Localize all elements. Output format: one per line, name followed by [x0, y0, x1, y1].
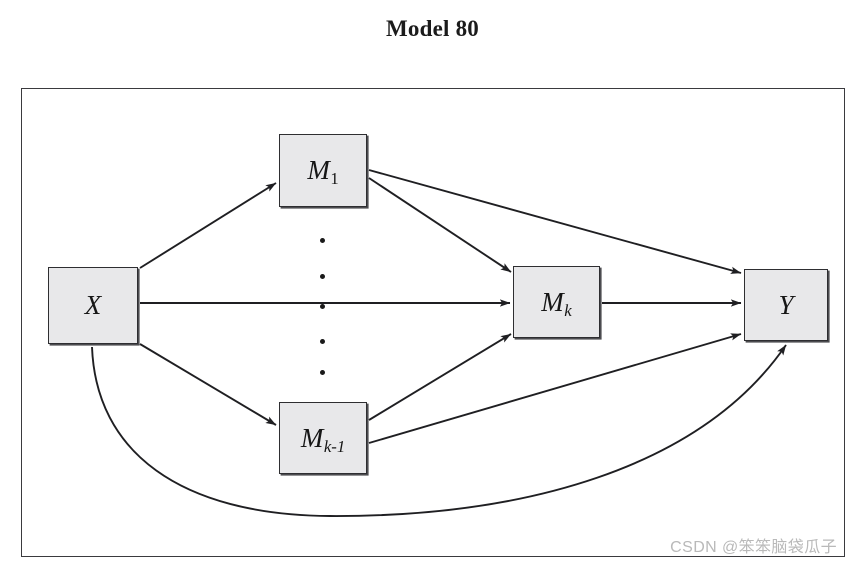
node-mk-label: Mk: [541, 286, 572, 320]
node-mk-minus-1[interactable]: Mk-1: [279, 402, 367, 474]
node-mk[interactable]: Mk: [513, 266, 600, 338]
ellipsis-dot-1: [319, 237, 325, 243]
ellipsis-dot-5: [319, 369, 325, 375]
ellipsis-dot-2: [319, 273, 325, 279]
node-y[interactable]: Y: [744, 269, 828, 341]
node-x-label: X: [84, 290, 102, 320]
node-m1[interactable]: M1: [279, 134, 367, 207]
ellipsis-dot-4: [319, 338, 325, 344]
ellipsis-dot-3: [319, 303, 325, 309]
node-mk-minus-1-label: Mk-1: [300, 422, 346, 456]
figure-frame: [21, 88, 845, 557]
watermark: CSDN @笨笨脑袋瓜子: [670, 539, 837, 556]
node-y-label: Y: [778, 289, 794, 320]
node-x[interactable]: X: [48, 267, 138, 344]
page-title: Model 80: [386, 16, 479, 41]
node-m1-label: M1: [307, 155, 339, 189]
